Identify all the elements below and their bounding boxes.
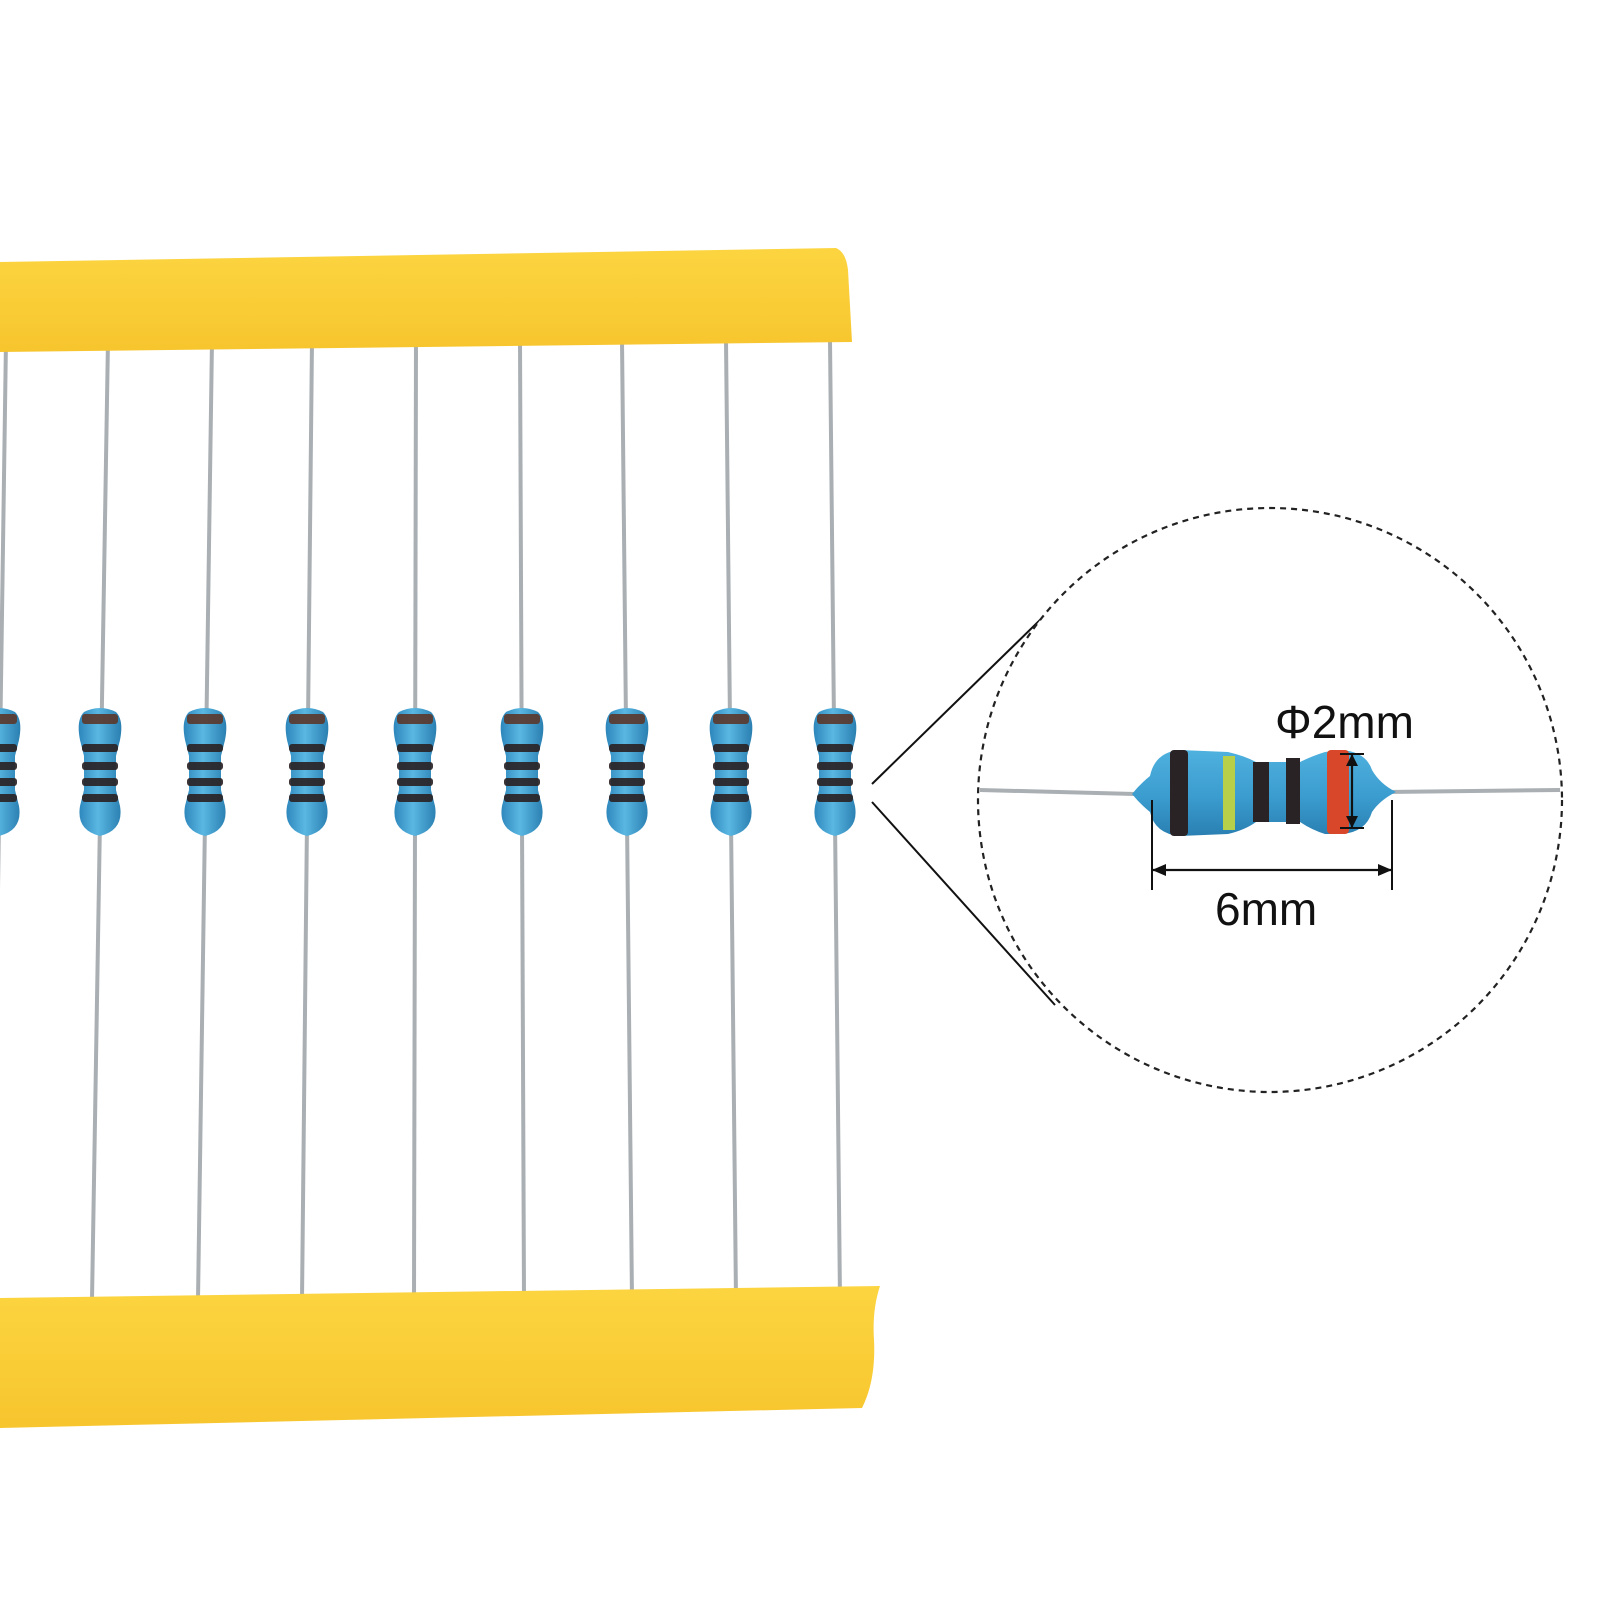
color-band	[82, 714, 118, 724]
zoomed-band-1	[1170, 750, 1188, 836]
color-band	[504, 744, 540, 752]
color-band	[0, 714, 17, 724]
resistor-body	[605, 708, 649, 836]
zoomed-band-3	[1253, 762, 1269, 822]
color-band	[0, 778, 17, 786]
color-band	[397, 778, 433, 786]
color-band	[289, 714, 325, 724]
color-band	[289, 744, 325, 752]
color-band	[609, 744, 645, 752]
resistor	[0, 708, 21, 836]
color-band	[82, 762, 118, 770]
color-band	[187, 744, 223, 752]
resistor	[183, 708, 227, 836]
color-band	[609, 714, 645, 724]
color-band	[504, 794, 540, 802]
color-band	[713, 714, 749, 724]
color-band	[713, 762, 749, 770]
resistor-lead	[0, 339, 8, 889]
color-band	[0, 794, 17, 802]
diameter-label: Φ2mm	[1275, 696, 1414, 748]
resistor-body	[78, 708, 122, 836]
color-band	[817, 714, 853, 724]
resistor-body	[500, 708, 544, 836]
resistor-body	[813, 708, 857, 836]
zoomed-lead-right	[1384, 788, 1561, 794]
color-band	[397, 714, 433, 724]
color-band	[504, 778, 540, 786]
color-band	[713, 794, 749, 802]
tape-top	[0, 248, 852, 352]
resistor	[605, 708, 649, 836]
color-band	[609, 762, 645, 770]
color-band	[289, 794, 325, 802]
color-band	[397, 794, 433, 802]
color-band	[609, 778, 645, 786]
color-band	[713, 744, 749, 752]
zoomed-band-2	[1223, 756, 1235, 830]
color-band	[817, 778, 853, 786]
color-band	[397, 762, 433, 770]
resistor-body	[709, 708, 753, 836]
resistor-body	[0, 708, 21, 836]
color-band	[504, 714, 540, 724]
color-band	[82, 794, 118, 802]
color-band	[817, 794, 853, 802]
zoomed-resistor	[979, 750, 1561, 836]
color-band	[0, 744, 17, 752]
color-band	[817, 762, 853, 770]
color-band	[713, 778, 749, 786]
length-label: 6mm	[1215, 883, 1317, 935]
resistor-body	[393, 708, 437, 836]
color-band	[82, 744, 118, 752]
color-band	[82, 778, 118, 786]
resistor	[500, 708, 544, 836]
color-band	[187, 762, 223, 770]
tape-bottom	[0, 1286, 880, 1428]
resistor-bodies	[0, 708, 857, 836]
color-band	[0, 762, 17, 770]
diameter-dimension	[1340, 753, 1364, 829]
resistor	[813, 708, 857, 836]
color-band	[397, 744, 433, 752]
color-band	[187, 778, 223, 786]
color-band	[187, 794, 223, 802]
resistor-body	[183, 708, 227, 836]
color-band	[289, 762, 325, 770]
resistor	[393, 708, 437, 836]
color-band	[504, 762, 540, 770]
color-band	[817, 744, 853, 752]
callout-line-bottom	[871, 801, 1056, 1006]
color-band	[609, 794, 645, 802]
callout-line-top	[871, 619, 1041, 785]
color-band	[187, 714, 223, 724]
zoomed-band-4	[1286, 758, 1300, 824]
resistor	[78, 708, 122, 836]
color-band	[289, 778, 325, 786]
resistor	[709, 708, 753, 836]
resistor-body	[285, 708, 329, 836]
zoomed-lead-left	[979, 788, 1136, 796]
resistor-leads	[0, 339, 842, 1301]
length-dimension	[1151, 800, 1393, 890]
zoomed-band-5	[1327, 750, 1349, 834]
resistor	[285, 708, 329, 836]
